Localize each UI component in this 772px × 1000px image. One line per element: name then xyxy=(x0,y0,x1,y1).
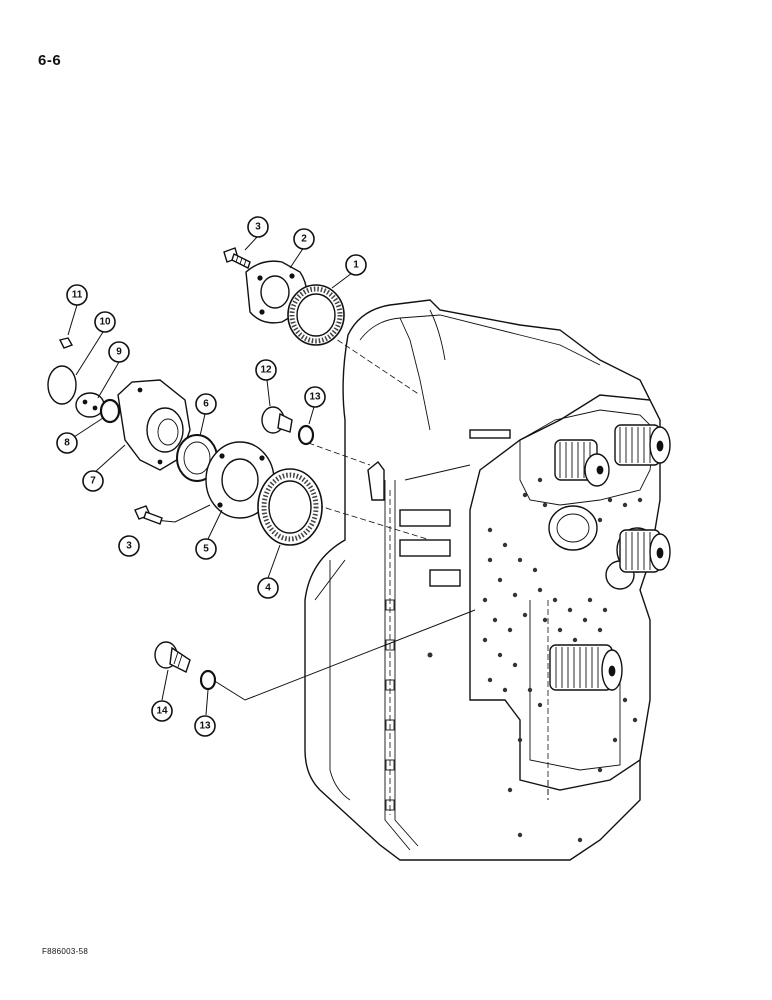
callout-2-label: 2 xyxy=(301,234,307,245)
callout-3-lower-label: 3 xyxy=(126,541,132,552)
callout-13-lower: 13 xyxy=(194,715,216,737)
transmission-housing xyxy=(304,299,671,861)
callout-11-label: 11 xyxy=(72,290,83,301)
figure-code: F886003-58 xyxy=(42,947,89,956)
callout-7: 7 xyxy=(82,470,104,492)
splined-shaft-upper-right xyxy=(614,424,671,466)
part-11-pin xyxy=(58,337,74,349)
part-12-plug xyxy=(261,406,293,434)
callout-2: 2 xyxy=(293,228,315,250)
callout-5-label: 5 xyxy=(203,544,209,555)
callout-5: 5 xyxy=(195,538,217,560)
callout-3-lower: 3 xyxy=(118,535,140,557)
splined-shaft-upper-left xyxy=(554,439,610,487)
callout-6-label: 6 xyxy=(203,399,209,410)
part-8-o-ring xyxy=(99,398,121,424)
part-10-washer xyxy=(47,365,77,405)
callout-14: 14 xyxy=(151,700,173,722)
part-3-bolt-top xyxy=(223,247,251,269)
splined-shaft-middle xyxy=(619,529,671,573)
callout-7-label: 7 xyxy=(90,476,96,487)
part-1-gasket xyxy=(287,284,345,346)
callout-13-upper: 13 xyxy=(304,386,326,408)
callout-8-label: 8 xyxy=(64,438,70,449)
callout-8: 8 xyxy=(56,432,78,454)
callout-6: 6 xyxy=(195,393,217,415)
part-14-plug xyxy=(154,641,191,673)
callout-12: 12 xyxy=(255,359,277,381)
callout-13-lower-label: 13 xyxy=(199,721,211,732)
callout-10: 10 xyxy=(94,311,116,333)
callout-11: 11 xyxy=(66,284,88,306)
page-number: 6-6 xyxy=(38,52,62,69)
callout-12-label: 12 xyxy=(260,365,272,376)
callout-14-label: 14 xyxy=(156,706,168,717)
callout-9-label: 9 xyxy=(116,347,122,358)
callout-4: 4 xyxy=(257,577,279,599)
part-13-o-ring-upper xyxy=(297,424,315,446)
part-13-o-ring-lower xyxy=(199,669,217,691)
part-4-gasket xyxy=(257,468,323,546)
callout-9: 9 xyxy=(108,341,130,363)
part-7-yoke xyxy=(117,379,191,471)
callout-1-label: 1 xyxy=(353,260,359,271)
callout-3-top: 3 xyxy=(247,216,269,238)
callout-10-label: 10 xyxy=(99,317,111,328)
callout-4-label: 4 xyxy=(265,583,271,594)
splined-shaft-lower xyxy=(549,644,623,691)
part-9-retainer xyxy=(75,392,105,418)
callout-leaders xyxy=(67,235,353,716)
callout-13-upper-label: 13 xyxy=(309,392,321,403)
part-3-bolt-lower xyxy=(134,505,163,525)
callout-3-top-label: 3 xyxy=(255,222,261,233)
cover-bolt-holes xyxy=(427,477,643,843)
callout-1: 1 xyxy=(345,254,367,276)
